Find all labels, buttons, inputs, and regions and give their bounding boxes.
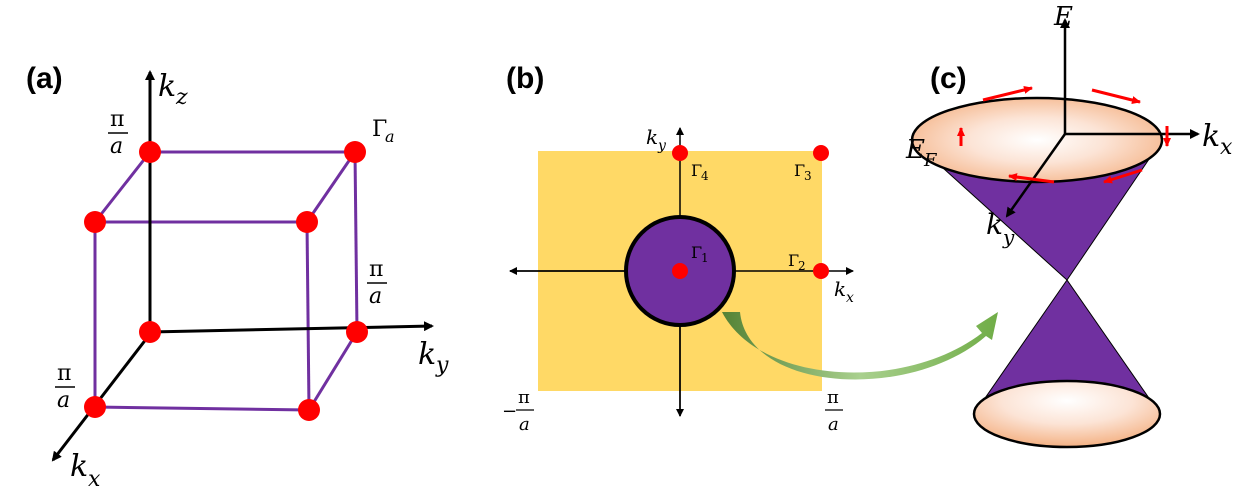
kx-axis bbox=[51, 333, 152, 462]
gamma-sub: 4 bbox=[701, 169, 709, 183]
cube-edge bbox=[94, 405, 310, 412]
lattice-node bbox=[298, 399, 320, 421]
fraction-den: a bbox=[369, 284, 382, 309]
energy-label: E bbox=[1053, 2, 1073, 32]
kx-label-sub: x bbox=[88, 467, 101, 492]
fermi-label: E F bbox=[905, 135, 938, 171]
kx-label-main: k bbox=[1202, 119, 1220, 154]
fermi-label-sub: F bbox=[923, 150, 938, 171]
cube-edge bbox=[305, 221, 311, 411]
spin-arrow bbox=[982, 86, 1033, 102]
ky-label-main: k bbox=[646, 125, 658, 149]
gamma-sub: 3 bbox=[804, 169, 812, 183]
gamma-1-label: Γ 1 bbox=[691, 243, 709, 265]
curved-arrow bbox=[722, 312, 998, 380]
ky-label-sub: y bbox=[435, 353, 449, 378]
spin-arrow bbox=[1008, 173, 1055, 184]
cube-lattice bbox=[93, 150, 359, 412]
gamma-a-label: Γ a bbox=[372, 117, 395, 146]
ky-label-sub: y bbox=[1002, 225, 1015, 249]
kx-label-sub: x bbox=[1220, 135, 1233, 160]
gamma-main: Γ bbox=[691, 243, 702, 262]
panel-c-label: (c) bbox=[930, 62, 967, 95]
cube-edge bbox=[305, 151, 357, 223]
lattice-node bbox=[346, 321, 368, 343]
kx-label: k x bbox=[1202, 119, 1233, 160]
lattice-node bbox=[139, 141, 161, 163]
ky-label-main: k bbox=[986, 208, 1003, 241]
panel-a: (a) bbox=[26, 62, 449, 492]
fraction-kx: π a bbox=[55, 361, 75, 413]
fraction-pi-a: π a bbox=[825, 387, 843, 435]
spin-arrow bbox=[1091, 88, 1141, 104]
kz-label-sub: z bbox=[175, 85, 188, 110]
lattice-nodes bbox=[84, 141, 368, 421]
cube-edge bbox=[93, 151, 152, 223]
lattice-node bbox=[296, 211, 318, 233]
gamma-main: Γ bbox=[691, 161, 702, 180]
panel-c: (c) E k x k y bbox=[905, 2, 1233, 449]
kx-label: k x bbox=[834, 277, 854, 306]
gamma-main: Γ bbox=[788, 251, 799, 270]
fraction-den: a bbox=[110, 134, 123, 159]
lattice-node bbox=[84, 211, 106, 233]
gamma-2-label: Γ 2 bbox=[788, 251, 806, 273]
gamma-3-label: Γ 3 bbox=[794, 161, 812, 183]
gamma-points bbox=[672, 145, 829, 279]
gamma-point-3 bbox=[813, 145, 829, 161]
panel-a-label: (a) bbox=[26, 62, 63, 95]
kx-label-main: k bbox=[834, 277, 846, 301]
panel-b: (b) Γ 1 Γ 2 Γ 3 Γ 4 bbox=[502, 62, 854, 435]
gamma-point-4 bbox=[672, 145, 688, 161]
energy-label-main: E bbox=[1053, 2, 1073, 32]
spin-arrow bbox=[1103, 168, 1143, 184]
ky-axis bbox=[1005, 133, 1067, 218]
fraction-ky: π a bbox=[367, 257, 387, 309]
fraction-den: a bbox=[57, 388, 70, 413]
gamma-main: Γ bbox=[794, 161, 805, 180]
kx-label-main: k bbox=[70, 449, 88, 484]
cube-edge bbox=[353, 151, 359, 333]
lattice-node bbox=[344, 141, 366, 163]
ky-label: k y bbox=[418, 337, 449, 378]
lower-cone-rim bbox=[972, 379, 1162, 449]
fraction-num: π bbox=[518, 387, 530, 408]
ky-label-main: k bbox=[418, 337, 436, 372]
gamma-sub: 1 bbox=[701, 251, 709, 265]
gamma-point-2 bbox=[813, 263, 829, 279]
kz-label-main: k bbox=[158, 69, 176, 104]
ky-label: k y bbox=[986, 208, 1015, 249]
cube-edge bbox=[307, 331, 359, 411]
upper-cone-rim bbox=[910, 96, 1164, 184]
fraction-kz: π a bbox=[108, 107, 128, 159]
ky-label: k y bbox=[646, 125, 667, 154]
ky-label-sub: y bbox=[657, 138, 667, 154]
spin-arrows bbox=[957, 86, 1171, 184]
fraction-num: π bbox=[110, 107, 124, 132]
curved-arrow-shape bbox=[722, 312, 998, 380]
fraction-num: π bbox=[827, 387, 839, 408]
ky-axis bbox=[149, 321, 434, 334]
gamma-point-1 bbox=[672, 263, 688, 279]
fraction-num: π bbox=[369, 257, 383, 282]
gamma-sub: 2 bbox=[798, 259, 806, 273]
fraction-num: π bbox=[57, 361, 71, 386]
fraction-den: a bbox=[828, 414, 839, 435]
lattice-node bbox=[139, 321, 161, 343]
gamma-4-label: Γ 4 bbox=[691, 161, 709, 183]
kx-label-sub: x bbox=[846, 290, 854, 306]
lattice-node bbox=[84, 396, 106, 418]
fraction-den: a bbox=[519, 414, 530, 435]
gamma-main: Γ bbox=[372, 117, 387, 142]
kz-label: k z bbox=[158, 69, 188, 110]
fraction-sign: − bbox=[502, 401, 517, 422]
kx-label: k x bbox=[70, 449, 101, 492]
gamma-sub: a bbox=[385, 127, 395, 146]
panel-b-label: (b) bbox=[506, 62, 544, 95]
fraction-minus-pi-a: − π a bbox=[502, 387, 534, 435]
fermi-label-main: E bbox=[905, 135, 925, 165]
